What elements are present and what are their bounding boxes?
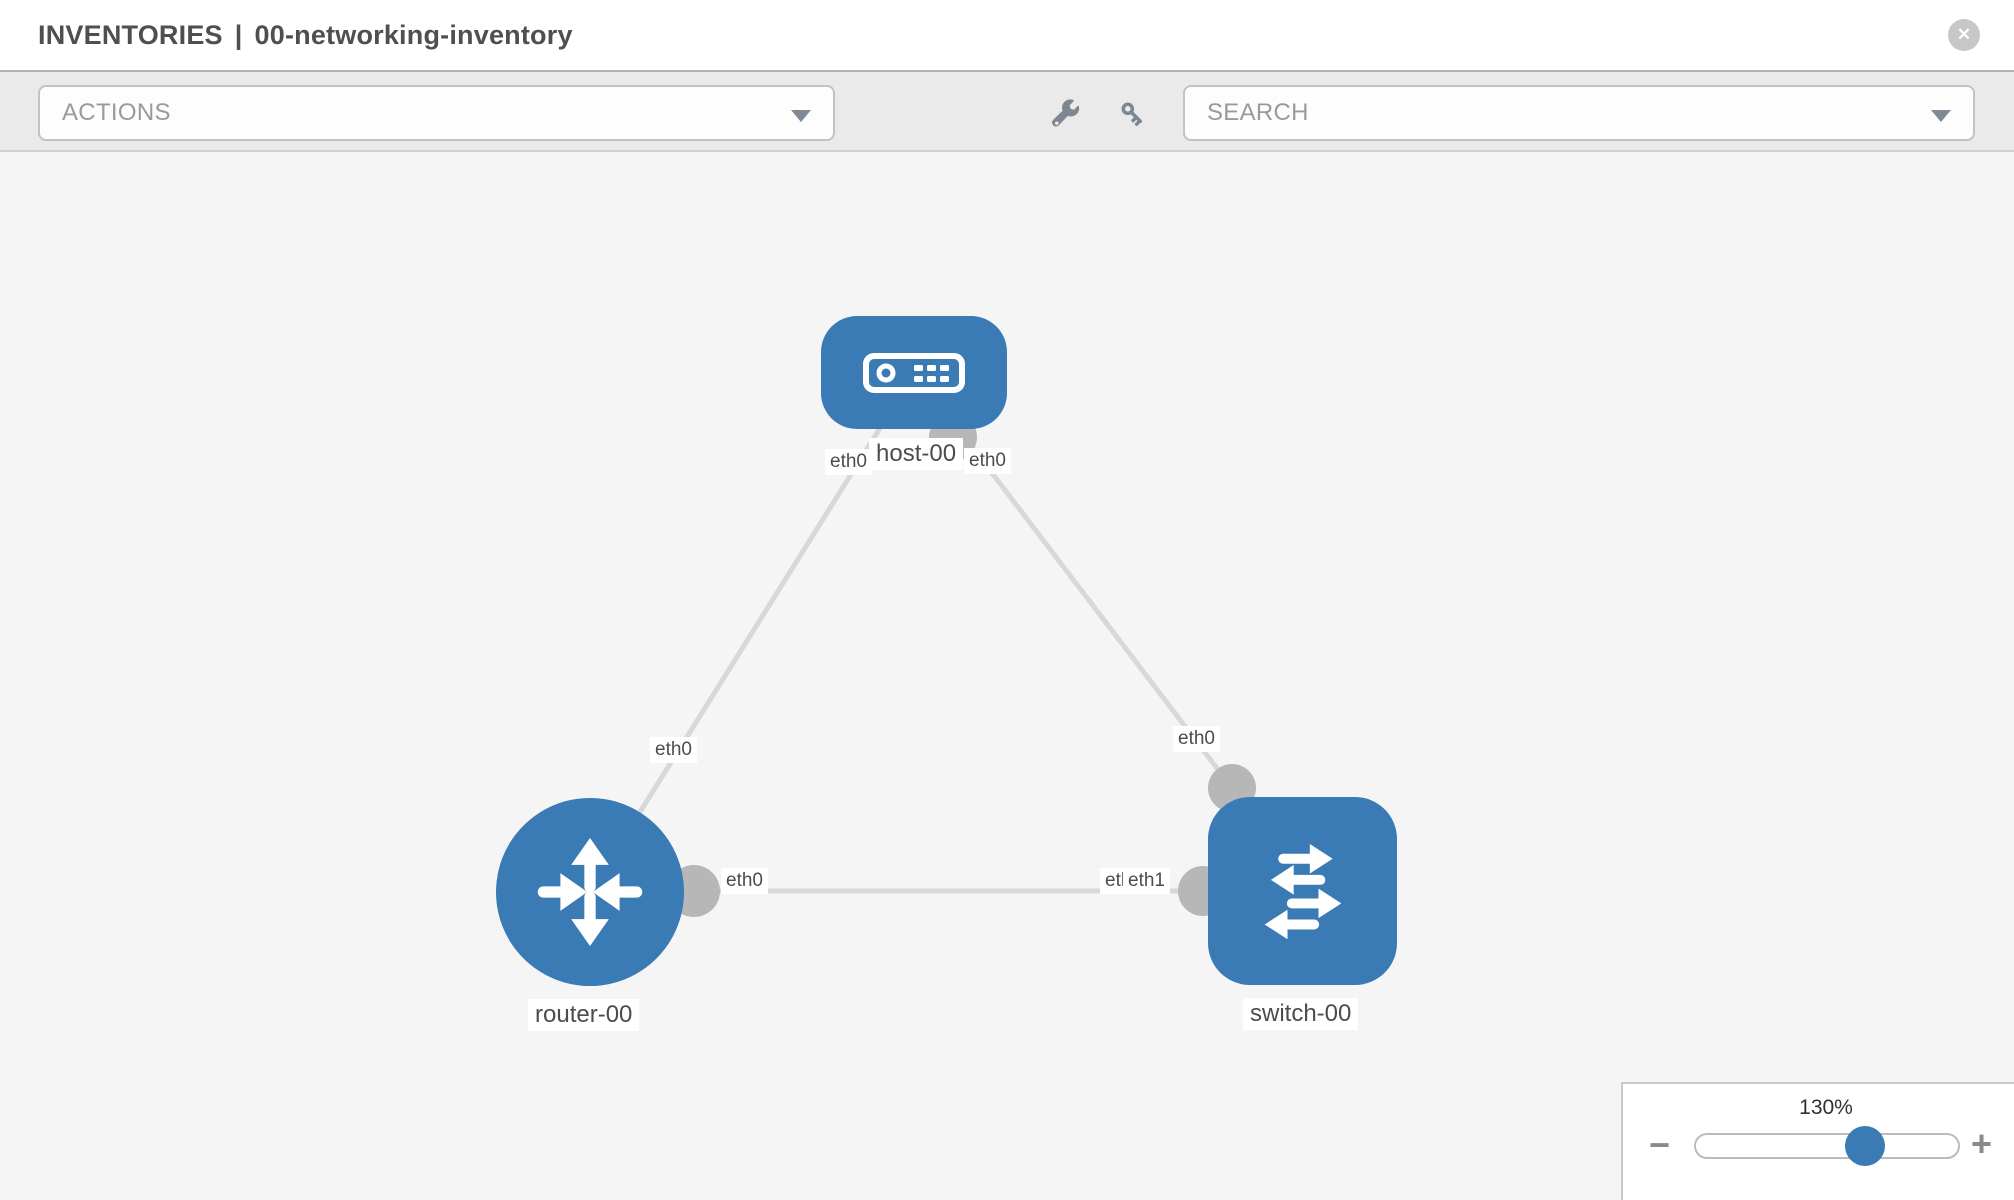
interface-label: eth0 xyxy=(721,868,768,894)
zoom-slider[interactable] xyxy=(1694,1133,1960,1159)
interface-label: eth0 xyxy=(650,737,697,763)
node-switch-00[interactable] xyxy=(1208,797,1397,985)
page-header: INVENTORIES | 00-networking-inventory ✕ xyxy=(0,0,2014,70)
zoom-out-button[interactable]: − xyxy=(1649,1124,1671,1165)
page-title: INVENTORIES | 00-networking-inventory xyxy=(38,0,573,70)
configure-button[interactable] xyxy=(1043,91,1089,137)
actions-dropdown-label: ACTIONS xyxy=(62,99,171,126)
breadcrumb-separator: | xyxy=(234,19,243,50)
close-icon: ✕ xyxy=(1956,25,1972,44)
credentials-button[interactable] xyxy=(1110,91,1156,137)
interface-label: eth0 xyxy=(1173,726,1220,752)
node-label-router: router-00 xyxy=(528,999,640,1031)
zoom-in-button[interactable]: + xyxy=(1971,1123,1993,1164)
zoom-panel: 130% − + xyxy=(1621,1082,2014,1200)
interface-label: eth1 xyxy=(1123,868,1170,894)
toolbar: ACTIONS SEARCH xyxy=(0,70,2014,152)
wrench-icon xyxy=(1052,99,1080,127)
topology-canvas[interactable]: eth0 host-00 eth0 eth0 eth0 eth0 eth0 et… xyxy=(0,152,2014,1200)
search-dropdown-label: SEARCH xyxy=(1207,99,1309,126)
node-label-switch: switch-00 xyxy=(1243,998,1359,1030)
breadcrumb-section: INVENTORIES xyxy=(38,19,223,50)
node-host-00[interactable] xyxy=(821,316,1007,429)
inventory-name: 00-networking-inventory xyxy=(254,19,573,50)
chevron-down-icon xyxy=(1931,110,1951,122)
chevron-down-icon xyxy=(791,110,811,122)
node-router-00[interactable] xyxy=(496,798,684,986)
key-icon xyxy=(1121,102,1142,126)
router-icon xyxy=(537,837,643,947)
node-label-host: host-00 xyxy=(869,438,964,470)
zoom-level: 130% xyxy=(1799,1096,1853,1119)
switch-icon xyxy=(1264,843,1341,940)
search-dropdown[interactable]: SEARCH xyxy=(1183,85,1975,141)
interface-label: eth0 xyxy=(964,448,1011,474)
interface-label: eth0 xyxy=(825,449,872,475)
host-icon xyxy=(863,352,965,393)
close-button[interactable]: ✕ xyxy=(1948,19,1980,51)
zoom-slider-handle[interactable] xyxy=(1845,1126,1885,1166)
actions-dropdown[interactable]: ACTIONS xyxy=(38,85,835,141)
links-layer xyxy=(587,370,1256,917)
